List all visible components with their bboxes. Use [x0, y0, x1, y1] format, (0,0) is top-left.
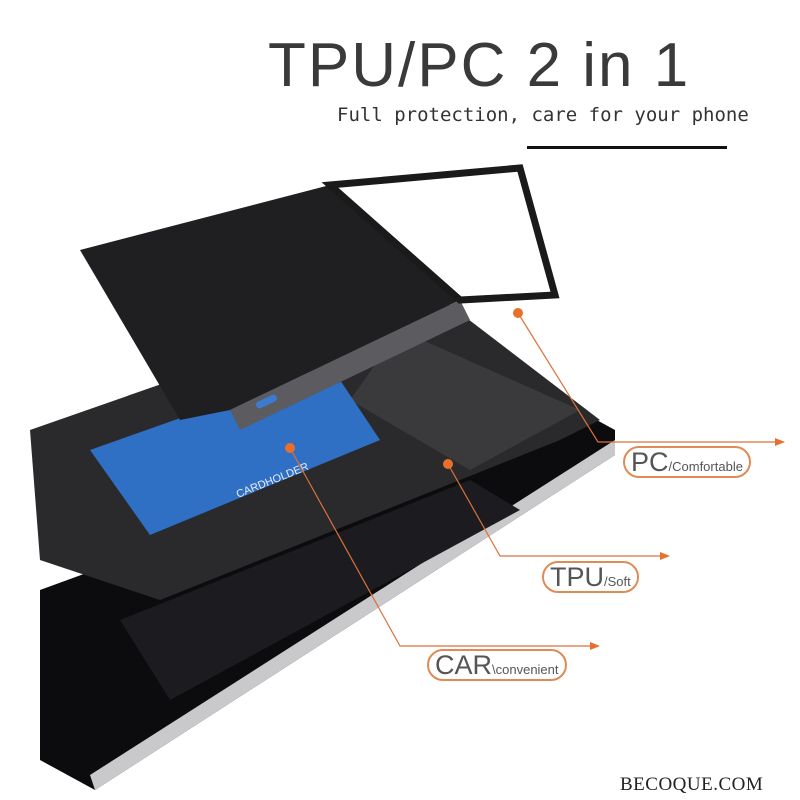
callout-tpu-main: TPU — [550, 562, 604, 592]
tpu-leader-line — [447, 463, 660, 557]
car-arrow-icon — [590, 642, 600, 650]
title-underline — [527, 146, 727, 149]
callout-car-main: CAR — [435, 650, 493, 680]
headline: TPU/PC 2 in 1 — [268, 31, 691, 100]
tpu-arrow-icon — [660, 552, 670, 560]
phone-screen-reflection — [120, 480, 520, 700]
pc-frame-ring — [321, 164, 560, 304]
callout-pc: PC/Comfortable — [623, 446, 751, 478]
callout-pc-sub: /Comfortable — [668, 459, 743, 474]
callout-car-sub: \convenient — [492, 662, 559, 677]
tpu-texture — [350, 330, 580, 470]
watermark: BECOQUE.COM — [620, 774, 764, 795]
tpu-marker-dot — [443, 459, 453, 469]
pc-shell-bevel — [230, 300, 470, 430]
pc-shell — [80, 185, 460, 420]
callout-pc-main: PC — [631, 447, 669, 477]
subheadline: Full protection, care for your phone — [337, 104, 749, 126]
callout-car: CAR\convenient — [427, 649, 567, 681]
car-leader-line — [289, 447, 590, 647]
pc-marker-dot — [513, 308, 523, 318]
pc-arrow-icon — [775, 438, 785, 446]
card-slot-window — [255, 394, 277, 409]
callout-tpu: TPU/Soft — [542, 561, 639, 593]
pc-leader-line — [517, 312, 775, 443]
car-marker-dot — [285, 443, 295, 453]
callout-tpu-sub: /Soft — [604, 574, 631, 589]
card — [90, 365, 380, 535]
